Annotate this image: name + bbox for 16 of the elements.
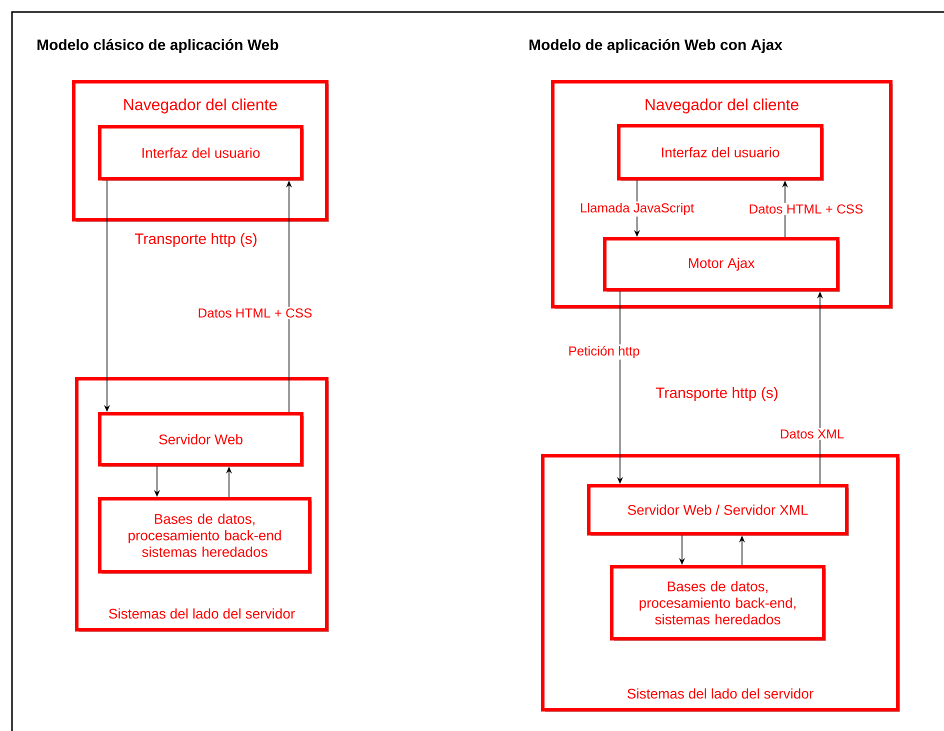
process-box: Bases de datos, procesamiento back-end, sistemas heredados: [610, 565, 826, 641]
heading: Modelo clásico de aplicación Web: [38, 38, 278, 54]
process-box: Bases de datos, procesamiento back-end sistemas heredados: [98, 497, 312, 574]
edge-label: Datos HTML + CSS: [747, 202, 865, 216]
process-box: Motor Ajax: [603, 237, 840, 292]
edge-label: Petición http: [566, 344, 642, 360]
edge-label: Datos XML: [778, 428, 846, 440]
label: Transporte http (s): [133, 232, 259, 248]
heading: Modelo de aplicación Web con Ajax: [530, 38, 782, 54]
edge-label: Datos HTML + CSS: [196, 306, 314, 320]
edge-label: Llamada JavaScript: [578, 201, 696, 217]
process-box: Interfaz del usuario: [617, 124, 824, 181]
process-box: Interfaz del usuario: [98, 125, 304, 181]
process-box: Servidor Web: [98, 412, 304, 467]
process-box: Servidor Web / Servidor XML: [587, 484, 850, 536]
label: Transporte http (s): [654, 386, 780, 402]
